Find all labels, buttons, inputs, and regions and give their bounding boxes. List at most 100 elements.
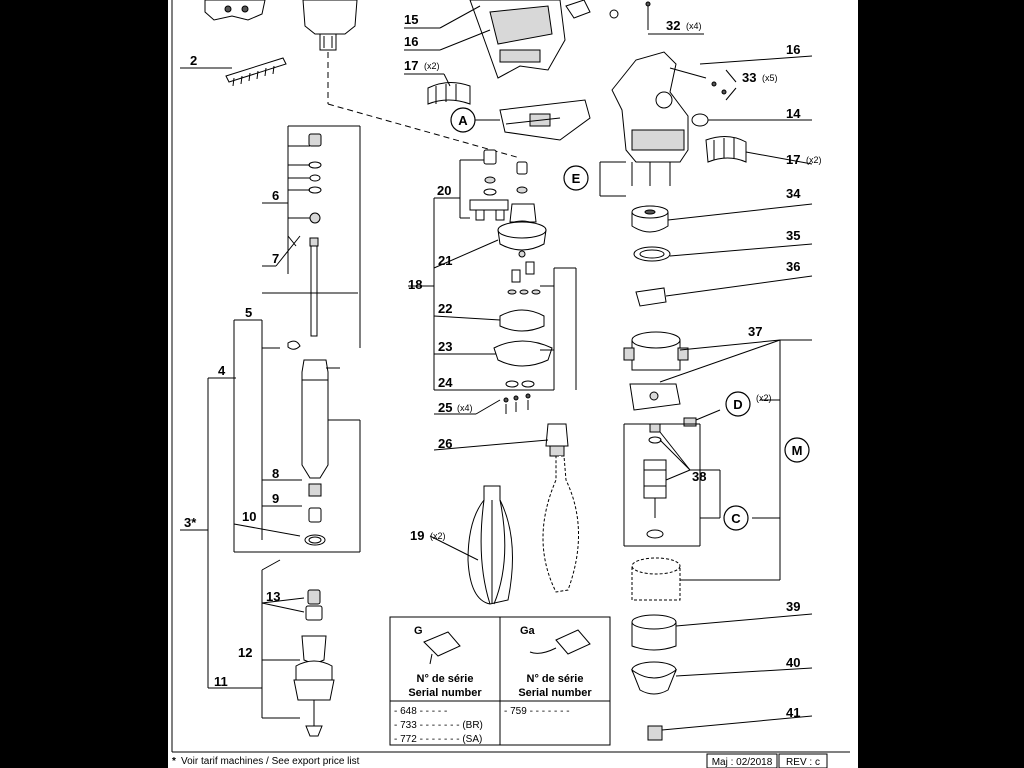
circuit-board-A — [499, 99, 591, 141]
part-34-bearing — [631, 203, 813, 233]
label-25: 25 — [438, 400, 452, 415]
qty-19: (x2) — [430, 531, 446, 541]
label-19: 19 — [410, 528, 424, 543]
svg-text:C: C — [731, 511, 741, 526]
label-16-left: 16 — [404, 34, 418, 49]
svg-text:M: M — [792, 443, 803, 458]
part-17-right-grip — [705, 136, 813, 165]
svg-text:A: A — [458, 113, 468, 128]
label-26: 26 — [438, 436, 452, 451]
callout-M: M — [784, 437, 810, 463]
table-col2-row-1: - 759 - - - - - - - — [504, 706, 570, 717]
label-38: 38 — [692, 469, 706, 484]
table-col1-header-fr: N° de série — [417, 673, 474, 685]
coupling-26 — [433, 423, 569, 457]
footer-note: Voir tarif machines / See export price l… — [181, 756, 360, 767]
part-D-small — [683, 409, 721, 427]
footer-rev: REV : c — [786, 757, 820, 768]
top-left-part-fragment — [204, 0, 266, 21]
label-10: 10 — [242, 509, 256, 524]
label-6: 6 — [272, 188, 279, 203]
label-22: 22 — [438, 301, 452, 316]
table-col1-header-en: Serial number — [408, 687, 482, 699]
label-21: 21 — [438, 253, 452, 268]
svg-text:D: D — [733, 397, 742, 412]
label-3: 3* — [184, 515, 197, 530]
table-col1-title: G — [414, 625, 423, 637]
label-41: 41 — [786, 705, 800, 720]
footer-date: Maj : 02/2018 — [712, 757, 773, 768]
handle-shell-part-16 — [469, 0, 566, 79]
shaft-assembly — [287, 133, 340, 546]
table-col1-row-3: - 772 - - - - - - - (SA) — [394, 734, 482, 745]
label-9: 9 — [272, 491, 279, 506]
qty-33: (x5) — [762, 73, 778, 83]
label-5: 5 — [245, 305, 252, 320]
part-2-hanger — [225, 57, 287, 87]
table-col1-row-1: - 648 - - - - - — [394, 706, 447, 717]
motor-body-top — [302, 0, 358, 51]
motor-housing-top — [611, 51, 813, 186]
stator-dashed — [631, 518, 781, 601]
part-36-clip — [635, 275, 813, 307]
gearbox-assembly — [469, 149, 553, 414]
label-40: 40 — [786, 655, 800, 670]
axis-line-diagonal — [327, 103, 521, 159]
label-17-left: 17 — [404, 58, 418, 73]
connector-E-lines — [599, 161, 626, 197]
label-15: 15 — [404, 12, 418, 27]
qty-32: (x4) — [686, 21, 702, 31]
part-39-sleeve — [631, 613, 813, 651]
label-7: 7 — [272, 251, 279, 266]
label-17-right: 17 — [786, 152, 800, 167]
qty-D: (x2) — [756, 393, 772, 403]
callout-D: D — [725, 391, 751, 417]
serial-number-table: G Ga N° de série Serial number N° de sér… — [389, 616, 611, 746]
footer-rev-box — [778, 753, 828, 768]
label-8: 8 — [272, 466, 279, 481]
qty-17-left: (x2) — [424, 61, 440, 71]
top-right-fragments — [565, 0, 651, 30]
label-32: 32 — [666, 18, 680, 33]
label-4: 4 — [218, 363, 226, 378]
callout-A: A — [450, 107, 500, 133]
label-33: 33 — [742, 70, 756, 85]
callout-C: C — [723, 505, 749, 531]
svg-text:E: E — [572, 171, 581, 186]
part-17-grip — [427, 82, 471, 105]
callout-E: E — [563, 165, 589, 191]
table-col2-header-fr: N° de série — [527, 673, 584, 685]
label-24: 24 — [438, 375, 453, 390]
label-18: 18 — [408, 277, 422, 292]
table-col2-header-en: Serial number — [518, 687, 592, 699]
gearbox-bracket-lines — [408, 159, 577, 415]
footer-date-box — [706, 753, 778, 768]
label-36: 36 — [786, 259, 800, 274]
whisk-holder-assembly — [293, 589, 335, 737]
label-12: 12 — [238, 645, 252, 660]
label-14: 14 — [786, 106, 801, 121]
label-35: 35 — [786, 228, 800, 243]
part-40-cap — [630, 661, 813, 695]
part-37-housing — [623, 331, 812, 411]
label-16-right: 16 — [786, 42, 800, 57]
label-13: 13 — [266, 589, 280, 604]
label-37: 37 — [748, 324, 762, 339]
part-41-screw — [647, 715, 813, 741]
label-23: 23 — [438, 339, 452, 354]
label-11: 11 — [214, 674, 228, 689]
label-2: 2 — [190, 53, 197, 68]
qty-17-right: (x2) — [806, 155, 822, 165]
qty-25: (x4) — [457, 403, 473, 413]
whisks-19 — [429, 455, 579, 605]
rotor-38 — [643, 423, 720, 539]
footer-star: * — [172, 756, 176, 767]
label-20: 20 — [437, 183, 451, 198]
part-35-ring — [633, 243, 813, 262]
rotor-bracket — [623, 340, 781, 547]
table-col2-title: Ga — [520, 625, 536, 637]
label-39: 39 — [786, 599, 800, 614]
shaft-bracket-lines — [180, 125, 361, 719]
label-34: 34 — [786, 186, 801, 201]
